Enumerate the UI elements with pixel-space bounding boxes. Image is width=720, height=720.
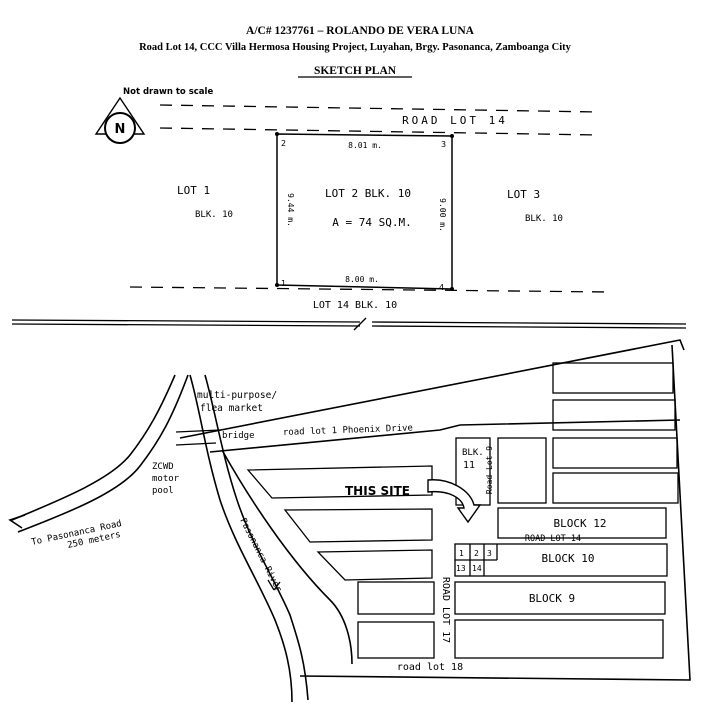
block-bottom-east bbox=[454, 619, 664, 659]
block-9-label: BLOCK 9 bbox=[529, 592, 575, 605]
road-bottom-line bbox=[129, 286, 611, 293]
blk-11-label-a: BLK. bbox=[462, 448, 484, 458]
pasonanca-road-upper bbox=[11, 374, 176, 521]
block-12 bbox=[497, 507, 667, 539]
north-arrow-icon: N bbox=[94, 96, 146, 144]
road-lot-14-label: ROAD LOT 14 bbox=[525, 534, 581, 544]
road-arrow-icon bbox=[8, 514, 26, 529]
address-line: Road Lot 14, CCC Villa Hermosa Housing P… bbox=[139, 42, 572, 53]
corner-4: 4 bbox=[439, 283, 444, 292]
block-bottom-west-upper bbox=[357, 581, 435, 615]
divider-right-lower bbox=[371, 325, 687, 329]
lot3-block: BLK. 10 bbox=[525, 214, 563, 224]
divider-left-lower bbox=[11, 323, 361, 327]
dim-top: 8.01 m. bbox=[348, 141, 382, 150]
subdivision-outer-boundary bbox=[299, 344, 691, 681]
cell-3: 3 bbox=[487, 549, 492, 558]
bridge-label: bridge bbox=[222, 431, 255, 441]
block-9 bbox=[454, 581, 666, 615]
divider-right-upper bbox=[371, 321, 687, 325]
lot3-label: LOT 3 bbox=[507, 188, 540, 201]
dim-right: 9.00 m. bbox=[438, 198, 447, 232]
cell-13: 13 bbox=[456, 564, 466, 573]
block-12-label: BLOCK 12 bbox=[554, 517, 607, 530]
cell-2: 2 bbox=[474, 549, 479, 558]
west-blocks bbox=[246, 465, 433, 581]
river-bank-west bbox=[189, 374, 293, 703]
scale-note: Not drawn to scale bbox=[123, 87, 213, 97]
dim-bottom: 8.00 m. bbox=[345, 275, 379, 284]
cell-1: 1 bbox=[459, 549, 464, 558]
road-lot-vertical: Road Lot 9 bbox=[485, 446, 494, 494]
river-flow-arrow-icon bbox=[267, 579, 281, 591]
block-10-lot-cells: 1 2 3 13 14 bbox=[455, 544, 498, 576]
multipurpose-label: multi-purpose/ bbox=[197, 390, 277, 401]
east-blocks bbox=[497, 362, 679, 504]
river-bank-east bbox=[204, 374, 309, 701]
account-line: A/C# 1237761 – ROLANDO DE VERA LUNA bbox=[246, 25, 475, 37]
bridge-rail-lower bbox=[175, 442, 217, 446]
plan-title: SKETCH PLAN bbox=[314, 65, 397, 77]
phoenix-drive-label: road lot 1 Phoenix Drive bbox=[283, 423, 413, 438]
block-bottom-west-lower bbox=[357, 621, 435, 659]
road-top-line-lower bbox=[159, 127, 601, 136]
pasonanca-road-lower bbox=[17, 374, 189, 533]
bottom-lot-label: LOT 14 BLK. 10 bbox=[313, 300, 397, 311]
phoenix-drive-lower-edge bbox=[209, 424, 461, 453]
phoenix-drive-upper-edge bbox=[179, 339, 685, 439]
cell-14: 14 bbox=[472, 564, 482, 573]
this-site-label: THIS SITE bbox=[345, 484, 410, 498]
corner-2: 2 bbox=[281, 139, 286, 148]
road-top-line-upper bbox=[159, 104, 601, 113]
lot1-block: BLK. 10 bbox=[195, 210, 233, 220]
this-site-arrow-icon bbox=[427, 479, 482, 524]
lot2-label: LOT 2 BLK. 10 bbox=[325, 187, 411, 200]
zcwd-label-1: ZCWD bbox=[152, 462, 174, 472]
flea-market-label: flea market bbox=[200, 403, 263, 414]
blk-11-label-b: 11 bbox=[463, 460, 475, 471]
north-label: N bbox=[115, 122, 126, 137]
divider-break-mark bbox=[353, 317, 367, 331]
west-road-edge bbox=[221, 449, 353, 665]
lot1-label: LOT 1 bbox=[177, 184, 210, 197]
divider-left-upper bbox=[11, 319, 361, 323]
corner-1: 1 bbox=[281, 279, 286, 288]
zcwd-label-2: motor bbox=[152, 474, 180, 484]
block-10-label: BLOCK 10 bbox=[542, 552, 595, 565]
area-label: A = 74 SQ.M. bbox=[332, 216, 411, 229]
corner-3: 3 bbox=[441, 140, 446, 149]
dim-left: 9.44 m. bbox=[286, 193, 295, 227]
road-lot-17-label: ROAD LOT 17 bbox=[440, 577, 451, 643]
bridge-rail-upper bbox=[175, 429, 221, 433]
zcwd-label-3: pool bbox=[152, 486, 174, 496]
road-lot-18-label: road lot 18 bbox=[397, 662, 463, 673]
lot2-parcel-outline bbox=[276, 133, 453, 290]
road-top-label: ROAD LOT 14 bbox=[402, 114, 508, 127]
